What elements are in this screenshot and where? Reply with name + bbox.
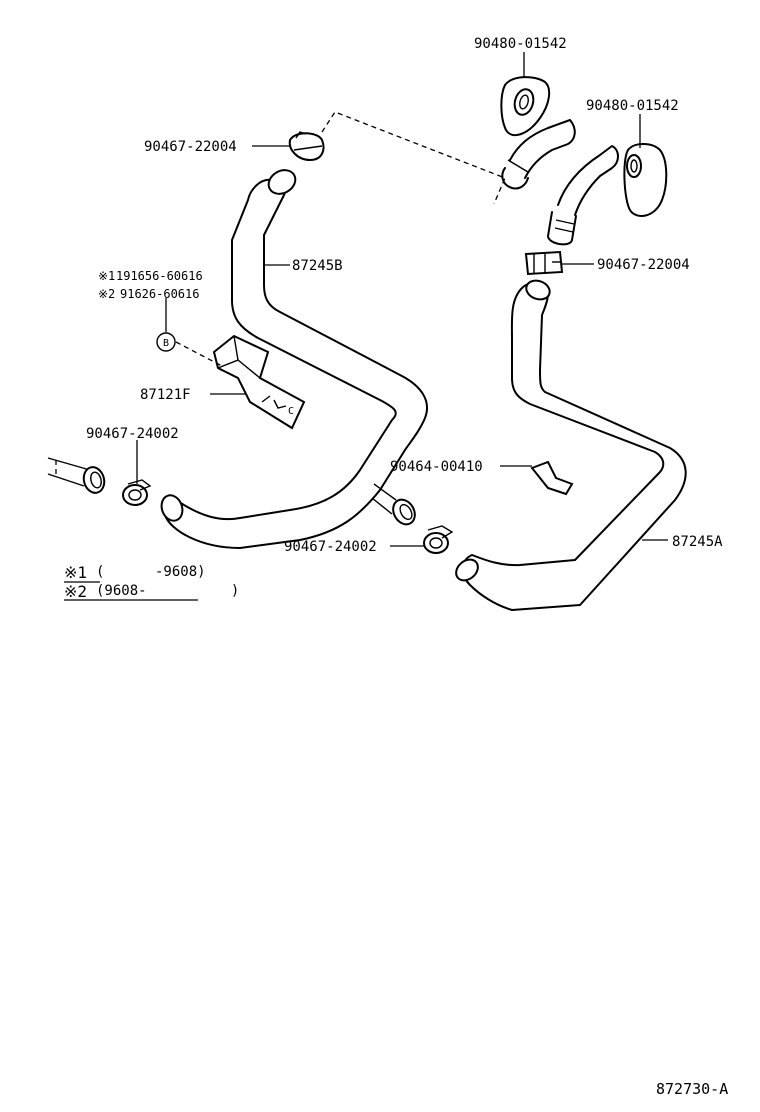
clip-90467-22004-top: [288, 131, 325, 162]
label-hose-b: 87245B: [292, 258, 343, 274]
applicability-legend: ※1 ( -9608) ※2 (9608- ): [64, 563, 239, 601]
grommet-right: [623, 143, 668, 217]
clip-90464-00410: [530, 460, 574, 496]
clip-90467-22004-right: [524, 250, 564, 276]
ref-circle-b-label: B: [163, 338, 169, 349]
clip-90467-24002-mid: [423, 525, 454, 554]
legend-row1-mark: ※1: [64, 563, 87, 582]
clip-90467-24002-left: [122, 479, 152, 506]
legend-row2-mark: ※2: [64, 582, 87, 601]
label-clip-right: 90467-22004: [597, 257, 690, 273]
hose-87245a: [455, 279, 687, 611]
hose-87245b: [160, 169, 428, 549]
alt-part-mark-1: ※1: [98, 269, 115, 283]
legend-row1-range: ( -9608): [96, 564, 206, 580]
diagram-code: 872730-A: [656, 1080, 728, 1098]
bracket-87121f: [212, 334, 306, 430]
alt-part-number-2: 91626-60616: [120, 287, 199, 301]
upper-tube-left: [501, 119, 576, 190]
bracket-c-label: C: [288, 406, 294, 417]
label-clamp-bracket: 87121F: [140, 387, 191, 403]
upper-tube-right: [547, 145, 619, 246]
label-hose-a: 87245A: [672, 534, 723, 550]
leader-lines: [136, 52, 668, 547]
ref-circle-b: B: [156, 332, 176, 352]
pipe-end-mid: [371, 483, 416, 526]
alt-part-mark-2: ※2: [98, 287, 115, 301]
label-grommet-top: 90480-01542: [474, 36, 567, 52]
dashed-line-clip-to-tube: [321, 111, 506, 205]
label-clip-small: 90464-00410: [390, 459, 483, 475]
label-clip-lower-mid: 90467-24002: [284, 539, 377, 555]
label-grommet-right: 90480-01542: [586, 98, 679, 114]
pipe-end-left: [47, 457, 106, 494]
label-clip-top-left: 90467-22004: [144, 139, 237, 155]
alt-part-number-1: 191656-60616: [116, 269, 203, 283]
legend-row2-range: (9608- ): [96, 583, 239, 599]
label-clip-lower-left: 90467-24002: [86, 426, 179, 442]
grommet-top: [500, 76, 551, 137]
